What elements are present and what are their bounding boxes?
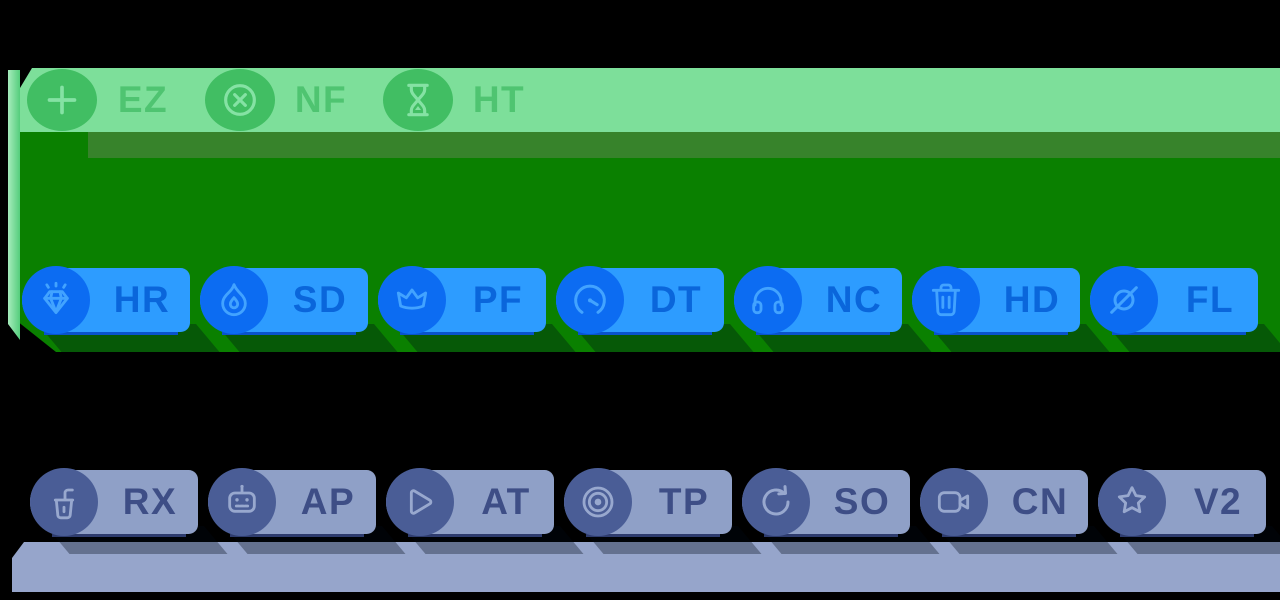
chip-label: NC xyxy=(825,279,883,320)
chip-dt[interactable]: DT xyxy=(556,266,724,335)
chip-label: V2 xyxy=(1193,481,1243,522)
chip-rx[interactable]: RX xyxy=(30,468,198,537)
chip-label: AT xyxy=(481,481,531,522)
robot-icon xyxy=(208,468,276,536)
chip-nf[interactable]: NF xyxy=(205,69,371,131)
target-icon xyxy=(564,468,632,536)
chip-v2[interactable]: V2 xyxy=(1098,468,1266,537)
chip-tp[interactable]: TP xyxy=(564,468,732,537)
chip-cn[interactable]: CN xyxy=(920,468,1088,537)
drink-icon xyxy=(30,468,98,536)
chip-hd[interactable]: HD xyxy=(912,266,1080,335)
left-edge-strip xyxy=(8,70,20,340)
chip-ez[interactable]: EZ xyxy=(27,69,193,131)
headphones-icon xyxy=(734,266,802,334)
flame-icon xyxy=(200,266,268,334)
chip-label: SD xyxy=(292,279,348,320)
chip-label: HD xyxy=(1003,279,1061,320)
chip-label: AP xyxy=(300,481,356,522)
chip-label: EZ xyxy=(117,79,169,120)
video-camera-icon xyxy=(920,468,988,536)
hourglass-icon xyxy=(383,69,453,131)
chip-so[interactable]: SO xyxy=(742,468,910,537)
plus-icon xyxy=(27,69,97,131)
green-chip-row: EZ NF HT xyxy=(27,69,561,131)
chip-label: NF xyxy=(294,79,348,120)
chip-hr[interactable]: HR xyxy=(22,266,190,335)
band-shadow-stripe xyxy=(88,132,1280,158)
chip-nc[interactable]: NC xyxy=(734,266,902,335)
gem-icon xyxy=(22,266,90,334)
chip-fl[interactable]: FL xyxy=(1090,266,1258,335)
chip-label: PF xyxy=(472,279,524,320)
x-circle-icon xyxy=(205,69,275,131)
star-icon xyxy=(1098,468,1166,536)
chip-label: SO xyxy=(833,481,891,522)
crown-icon xyxy=(378,266,446,334)
eye-off-icon xyxy=(1090,266,1158,334)
chip-label: DT xyxy=(649,279,703,320)
chip-pf[interactable]: PF xyxy=(378,266,546,335)
chip-at[interactable]: AT xyxy=(386,468,554,537)
play-icon xyxy=(386,468,454,536)
trash-icon xyxy=(912,266,980,334)
chip-label: FL xyxy=(1185,279,1235,320)
chip-label: HR xyxy=(113,279,171,320)
refresh-icon xyxy=(742,468,810,536)
chip-ht[interactable]: HT xyxy=(383,69,549,131)
blue-chip-row: HR SD PF DT NC HD FL xyxy=(22,266,1268,335)
chip-label: RX xyxy=(122,481,178,522)
gauge-icon xyxy=(556,266,624,334)
chip-label: TP xyxy=(658,481,710,522)
slate-chip-row: RX AP AT TP SO CN V2 xyxy=(30,468,1276,537)
chip-label: HT xyxy=(472,79,526,120)
chip-ap[interactable]: AP xyxy=(208,468,376,537)
chip-label: CN xyxy=(1011,481,1069,522)
chip-sd[interactable]: SD xyxy=(200,266,368,335)
